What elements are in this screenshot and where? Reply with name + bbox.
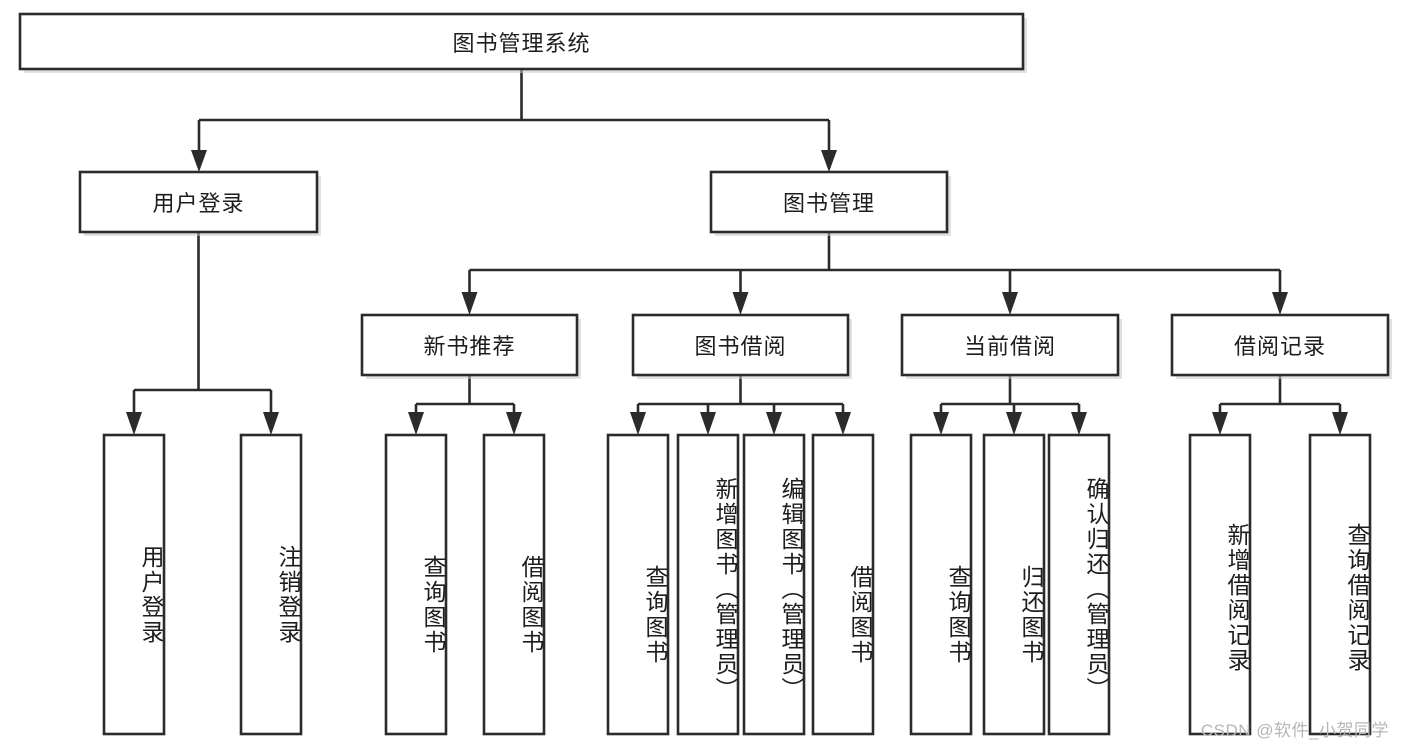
arrow-head-user-leaf2 (263, 412, 279, 435)
leaf-box-4[interactable] (606, 433, 670, 736)
arrow-head-cb-l3 (1071, 412, 1087, 435)
arrow-head-book-c1 (461, 292, 478, 315)
arrow-head-nbr-l1 (408, 412, 424, 435)
arrow-head-bb-l3 (766, 412, 782, 435)
node-book-borrow-box[interactable] (631, 313, 850, 377)
arrow-head-bb-l4 (835, 412, 851, 435)
connector-group-new-book-rec (408, 375, 522, 435)
node-user-login[interactable] (78, 170, 321, 236)
arrow-head-bb-l1 (630, 412, 646, 435)
node-book-borrow[interactable] (631, 313, 852, 379)
arrow-head-bb-l2 (700, 412, 716, 435)
leaf-box-10[interactable] (1047, 433, 1111, 736)
leaf-box-2[interactable] (384, 433, 448, 736)
arrow-head-br-l1 (1212, 412, 1228, 435)
arrow-head-root-to-book (821, 150, 837, 172)
leaf-box-8[interactable] (909, 433, 973, 736)
connector-group-book-manage (461, 232, 1288, 315)
leaf-box-9[interactable] (982, 433, 1046, 736)
node-root[interactable] (18, 12, 1027, 73)
connector-group-borrow-record (1212, 375, 1348, 435)
leaf-box-5[interactable] (676, 433, 740, 736)
arrow-head-root-to-user (191, 150, 207, 172)
connector-group-root (191, 69, 837, 172)
node-new-book-rec[interactable] (360, 313, 581, 379)
node-user-login-box[interactable] (78, 170, 319, 234)
node-borrow-record-box[interactable] (1170, 313, 1390, 377)
leaf-box-6[interactable] (742, 433, 806, 736)
arrow-head-book-c4 (1272, 292, 1288, 315)
arrow-head-nbr-l2 (506, 412, 522, 435)
connector-group-user-login (126, 232, 279, 435)
node-current-borrow[interactable] (900, 313, 1122, 379)
connector-group-current-borrow (933, 375, 1087, 435)
arrow-head-br-l2 (1332, 412, 1348, 435)
arrow-head-cb-l2 (1006, 412, 1022, 435)
leaf-box-1[interactable] (239, 433, 303, 736)
arrow-head-user-leaf1 (126, 412, 142, 435)
node-book-manage-box[interactable] (709, 170, 949, 234)
node-book-manage[interactable] (709, 170, 951, 236)
arrow-head-cb-l1 (933, 412, 949, 435)
leaf-box-12[interactable] (1308, 433, 1372, 736)
arrow-head-book-c2 (732, 292, 749, 315)
leaf-box-0[interactable] (102, 433, 166, 736)
leaf-box-3[interactable] (482, 433, 546, 736)
node-root-box[interactable] (18, 12, 1025, 71)
node-new-book-rec-box[interactable] (360, 313, 579, 377)
leaf-boxes-group (102, 433, 1372, 736)
arrow-head-book-c3 (1002, 292, 1018, 315)
node-borrow-record[interactable] (1170, 313, 1392, 379)
csdn-watermark: CSDN @软件_小贺同学 (1200, 721, 1389, 740)
connector-group-book-borrow (630, 375, 851, 435)
node-current-borrow-box[interactable] (900, 313, 1120, 377)
leaf-box-7[interactable] (811, 433, 875, 736)
leaf-box-11[interactable] (1188, 433, 1252, 736)
